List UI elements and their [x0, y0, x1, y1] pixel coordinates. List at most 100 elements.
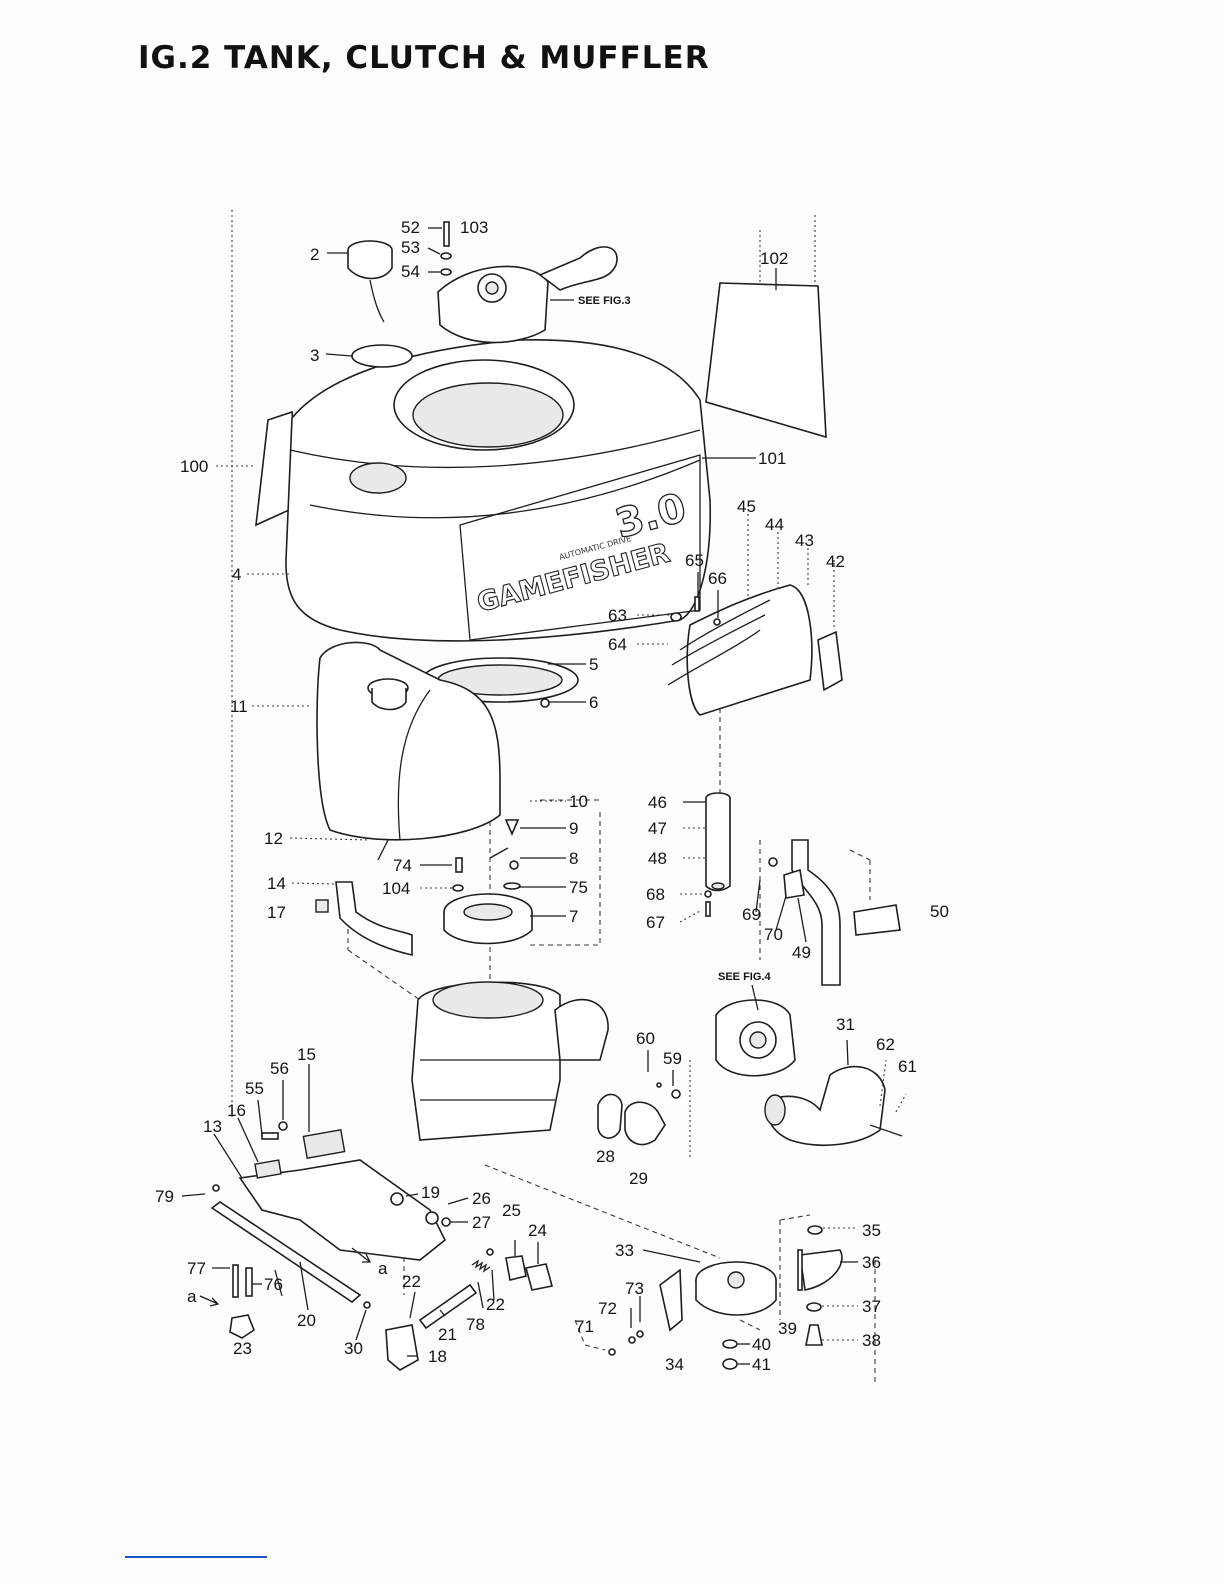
label-part-19: 19 [421, 1183, 440, 1202]
label-part-15: 15 [297, 1045, 316, 1064]
part-29-flange [624, 1101, 666, 1146]
footer-rule [125, 1556, 267, 1558]
part-21-pin [418, 1283, 478, 1330]
part-41-nut [722, 1358, 738, 1370]
label-part-23: 23 [233, 1339, 252, 1358]
label-part-65: 65 [685, 551, 704, 570]
label-part-21: 21 [438, 1325, 457, 1344]
label-part-35: 35 [862, 1221, 881, 1240]
note-see-fig3: SEE FIG.3 [578, 295, 631, 307]
label-part-75: 75 [569, 878, 588, 897]
part-38-knob [805, 1324, 823, 1346]
label-part-74: 74 [393, 856, 412, 875]
label-part-79: 79 [155, 1187, 174, 1206]
part-3-gasket [351, 344, 413, 368]
label-part-4: 4 [232, 565, 241, 584]
label-part-76: 76 [264, 1275, 283, 1294]
part-23-nut [229, 1314, 255, 1339]
label-part-24: 24 [528, 1221, 547, 1240]
label-part-18: 18 [428, 1347, 447, 1366]
part-18-valve [385, 1324, 419, 1371]
label-part-30: 30 [344, 1339, 363, 1358]
part-103-recoil-starter [437, 246, 618, 344]
ref-arrow-a1 [351, 1247, 372, 1263]
label-part-70: 70 [764, 925, 783, 944]
part-13-mount-plate [238, 1159, 447, 1261]
label-part-100: 100 [180, 457, 208, 476]
part-35-washer [807, 1225, 823, 1235]
label-part-12: 12 [264, 829, 283, 848]
label-part-22b: 22 [486, 1295, 505, 1314]
label-part-14: 14 [267, 874, 286, 893]
label-part-44: 44 [765, 515, 784, 534]
part-28-gasket [597, 1093, 623, 1139]
label-part-47: 47 [648, 819, 667, 838]
part-number-labels: 2 3 4 5 6 7 8 9 10 11 12 13 14 15 16 17 … [155, 218, 949, 1374]
label-part-5: 5 [589, 655, 598, 674]
figure-title: IG.2 TANK, CLUTCH & MUFFLER [138, 40, 710, 76]
label-part-71: 71 [575, 1317, 594, 1336]
part-17-clip [315, 899, 329, 913]
label-part-49: 49 [792, 943, 811, 962]
label-part-28: 28 [596, 1147, 615, 1166]
label-part-38: 38 [862, 1331, 881, 1350]
label-part-17: 17 [267, 903, 286, 922]
ref-a2-label: a [187, 1287, 197, 1306]
label-part-13: 13 [203, 1117, 222, 1136]
label-part-55: 55 [245, 1079, 264, 1098]
label-part-40: 40 [752, 1335, 771, 1354]
part-15-pad [302, 1129, 346, 1159]
label-part-22a: 22 [402, 1272, 421, 1291]
label-part-63: 63 [608, 606, 627, 625]
part-7-clutch-drum [443, 893, 533, 945]
label-part-101: 101 [758, 449, 786, 468]
label-part-62: 62 [876, 1035, 895, 1054]
label-part-59: 59 [663, 1049, 682, 1068]
label-part-33: 33 [615, 1241, 634, 1260]
label-part-104: 104 [382, 879, 410, 898]
part-70-clip [783, 868, 805, 899]
label-part-78: 78 [466, 1315, 485, 1334]
part-50-bracket [853, 904, 901, 936]
label-part-6: 6 [589, 693, 598, 712]
label-part-27: 27 [472, 1213, 491, 1232]
label-part-26: 26 [472, 1189, 491, 1208]
label-part-48: 48 [648, 849, 667, 868]
part-36-lever [799, 1249, 843, 1291]
label-part-8: 8 [569, 849, 578, 868]
part-77-bolt [232, 1264, 239, 1298]
part-20-shaft [210, 1201, 362, 1304]
part-37-washer [806, 1302, 822, 1312]
label-part-29: 29 [629, 1169, 648, 1188]
engine-block [411, 981, 609, 1141]
label-part-102: 102 [760, 249, 788, 268]
label-part-43: 43 [795, 531, 814, 550]
label-part-39: 39 [778, 1319, 797, 1338]
label-part-37: 37 [862, 1297, 881, 1316]
part-25-fitting [505, 1255, 527, 1281]
label-part-53: 53 [401, 238, 420, 257]
label-part-36: 36 [862, 1253, 881, 1272]
label-part-64: 64 [608, 635, 627, 654]
part-42-gasket [817, 630, 843, 692]
label-part-66: 66 [708, 569, 727, 588]
small-hardware [212, 221, 903, 1356]
label-part-60: 60 [636, 1029, 655, 1048]
label-part-25: 25 [502, 1201, 521, 1220]
ref-a1-label: a [378, 1259, 388, 1278]
label-part-61: 61 [898, 1057, 917, 1076]
label-part-67: 67 [646, 913, 665, 932]
part-47-exhaust-pipe [705, 792, 731, 892]
part-49-exhaust-tube [791, 839, 841, 986]
leader-lines [181, 227, 907, 1365]
part-2-fuel-cap [347, 240, 393, 323]
label-part-73: 73 [625, 1279, 644, 1298]
label-part-45: 45 [737, 497, 756, 516]
part-4-tank-cover: GAMEFISHER AUTOMATIC DRIVE 3.0 [285, 339, 712, 642]
part-33-clutch-housing [695, 1261, 777, 1316]
label-part-10: 10 [569, 792, 588, 811]
label-part-56: 56 [270, 1059, 289, 1078]
label-part-7: 7 [569, 907, 578, 926]
label-part-72: 72 [598, 1299, 617, 1318]
